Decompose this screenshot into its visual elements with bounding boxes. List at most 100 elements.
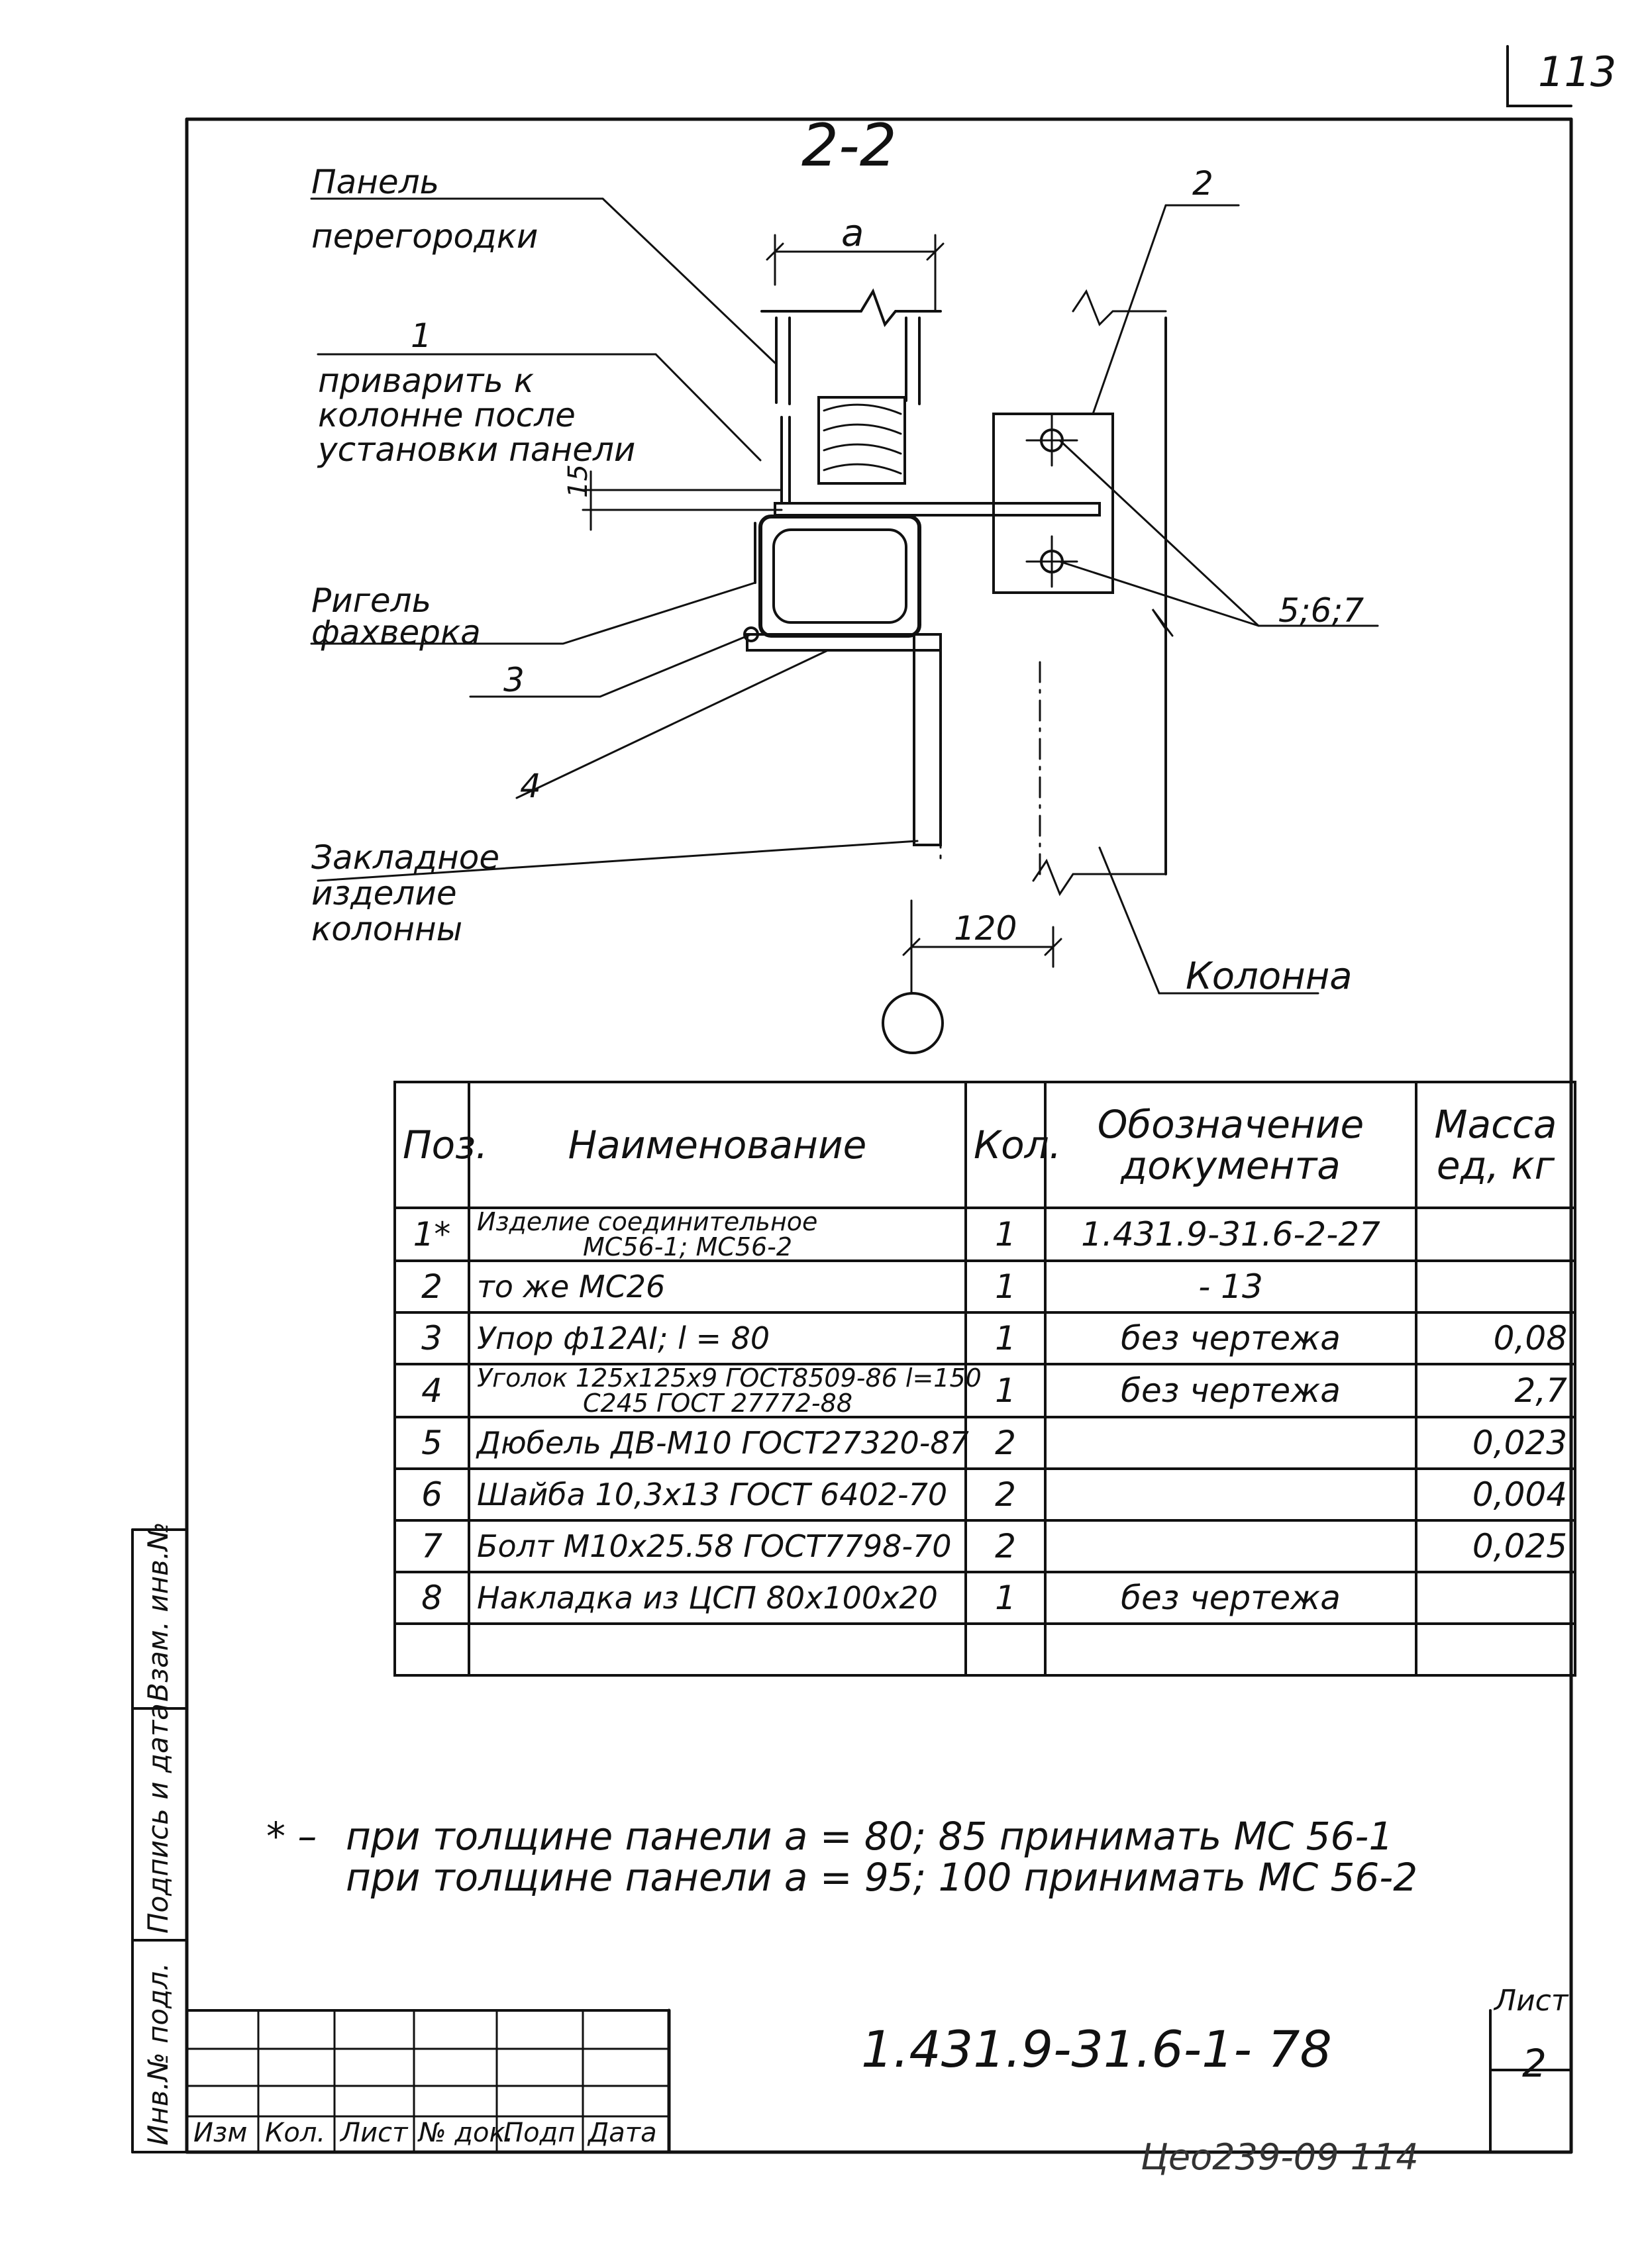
callout-panel: Панель [311, 163, 440, 201]
specification-table: Поз. Наименование Кол. Обозначение докум… [393, 1081, 1576, 1677]
footnote-line1: при толщине панели а = 80; 85 принимать … [346, 1814, 1394, 1859]
cell-qty: 1 [964, 1363, 1047, 1418]
cell-mass: 0,08 [1415, 1311, 1576, 1365]
callout-item1-line1: приварить к [318, 362, 534, 400]
header-name: Наименование [468, 1081, 967, 1209]
header-mass: Масса ед, кг [1415, 1081, 1576, 1209]
callout-girder-line1: Ригель [311, 581, 432, 620]
side-stamp-replace-inv: Взам. инв.№ [142, 1522, 174, 1702]
page-number: 113 [1538, 48, 1617, 96]
archive-code: Цео239-09 114 [1141, 2136, 1419, 2178]
side-stamp-inv-orig: Инв.№ подл. [142, 1962, 174, 2145]
callout-item1-number: 1 [411, 317, 432, 355]
header-pos: Поз. [393, 1081, 488, 1209]
section-label: 2-2 [801, 111, 897, 179]
cell-mass [1415, 1622, 1576, 1677]
cell-qty: 1 [964, 1207, 1047, 1262]
dimension-a: а [841, 212, 864, 255]
cell-doc: 1.431.9-31.6-2-27 [1044, 1207, 1417, 1262]
callout-item2: 2 [1192, 164, 1213, 203]
cell-name: Дюбель ДВ-М10 ГОСТ27320-87 [468, 1416, 969, 1470]
callout-embedded-line3: колонны [311, 910, 463, 948]
cell-name: то же МС26 [468, 1259, 967, 1314]
cell-qty: 1 [964, 1259, 1047, 1314]
header-doc-line1: Обозначение [1097, 1102, 1364, 1147]
cell-mass: 2,7 [1415, 1363, 1576, 1418]
sheet-label: Лист [1494, 1984, 1568, 2018]
header-qty: Кол. [964, 1081, 1061, 1209]
cell-name [468, 1622, 967, 1677]
cell-name: Болт М10х25.58 ГОСТ7798-70 [468, 1519, 967, 1573]
title-izm: Изм [193, 2118, 248, 2148]
callout-embedded-line2: изделие [311, 874, 457, 912]
cell-name: Упор ф12АI; l = 80 [468, 1311, 967, 1365]
cell-doc: без чертежа [1044, 1571, 1417, 1625]
cell-doc: - 13 [1044, 1259, 1417, 1314]
table-row [393, 1622, 1576, 1677]
cell-mass: 0,023 [1415, 1416, 1576, 1470]
title-data: Дата [588, 2118, 657, 2148]
cell-name: Шайба 10,3х13 ГОСТ 6402-70 [468, 1467, 967, 1522]
cell-doc [1044, 1467, 1417, 1522]
title-podp: Подп [503, 2118, 576, 2148]
footnote: * – при толщине панели а = 80; 85 принима… [266, 1816, 1417, 1898]
cell-name: Накладка из ЦСП 80х100х20 [468, 1571, 967, 1625]
cell-qty: 1 [964, 1571, 1047, 1625]
cell-pos: 7 [393, 1519, 470, 1573]
title-kol: Кол. [265, 2118, 326, 2148]
callout-item1-line2: колонне после [318, 396, 576, 434]
cell-qty: 2 [964, 1467, 1047, 1522]
footnote-star: * – [266, 1814, 317, 1859]
cell-doc [1044, 1416, 1417, 1470]
callout-girder-line2: фахверка [311, 613, 481, 652]
header-doc: Обозначение документа [1044, 1081, 1417, 1209]
cell-doc [1044, 1622, 1417, 1677]
callout-item3: 3 [503, 661, 525, 699]
cell-mass [1415, 1571, 1576, 1625]
cell-doc [1044, 1519, 1417, 1573]
document-designation: 1.431.9-31.6-1- 78 [861, 2020, 1332, 2079]
dimension-120: 120 [954, 909, 1017, 948]
cell-doc: без чертежа [1044, 1363, 1417, 1418]
callout-panel-line2: перегородки [311, 217, 539, 256]
cell-qty: 2 [964, 1519, 1047, 1573]
cell-pos: 3 [393, 1311, 470, 1365]
cell-mass [1415, 1207, 1576, 1262]
cell-pos [393, 1622, 470, 1677]
cell-qty [964, 1622, 1047, 1677]
cell-mass: 0,004 [1415, 1467, 1576, 1522]
cell-name-line1: Уголок 125х125х9 ГОСТ8509-86 l=150 [477, 1363, 982, 1393]
cell-qty: 1 [964, 1311, 1047, 1365]
title-list: Лист [340, 2118, 408, 2148]
callout-embedded-line1: Закладное [311, 838, 500, 877]
sheet-number: 2 [1522, 2041, 1547, 2086]
header-mass-line2: ед, кг [1436, 1143, 1555, 1188]
cell-pos: 6 [393, 1467, 470, 1522]
cell-name-line2: С245 ГОСТ 27772-88 [583, 1389, 852, 1418]
header-doc-line2: документа [1121, 1143, 1341, 1188]
callout-items-5-6-7: 5;6;7 [1278, 591, 1364, 630]
cell-name-line2: МС56-1; МС56-2 [583, 1232, 793, 1261]
cell-pos: 8 [393, 1571, 470, 1625]
callout-item4: 4 [520, 767, 541, 805]
title-ndok: № док. [419, 2118, 514, 2148]
cell-mass [1415, 1259, 1576, 1314]
cell-pos: 1* [393, 1207, 470, 1262]
cell-mass: 0,025 [1415, 1519, 1576, 1573]
callout-column: Колонна [1186, 955, 1353, 998]
callout-item1-line3: установки панели [318, 430, 636, 469]
table-header-row: Поз. Наименование Кол. Обозначение докум… [393, 1081, 1576, 1209]
footnote-line2: при толщине панели а = 95; 100 принимать… [346, 1855, 1418, 1900]
cell-name-line1: Изделие соединительное [477, 1207, 818, 1236]
